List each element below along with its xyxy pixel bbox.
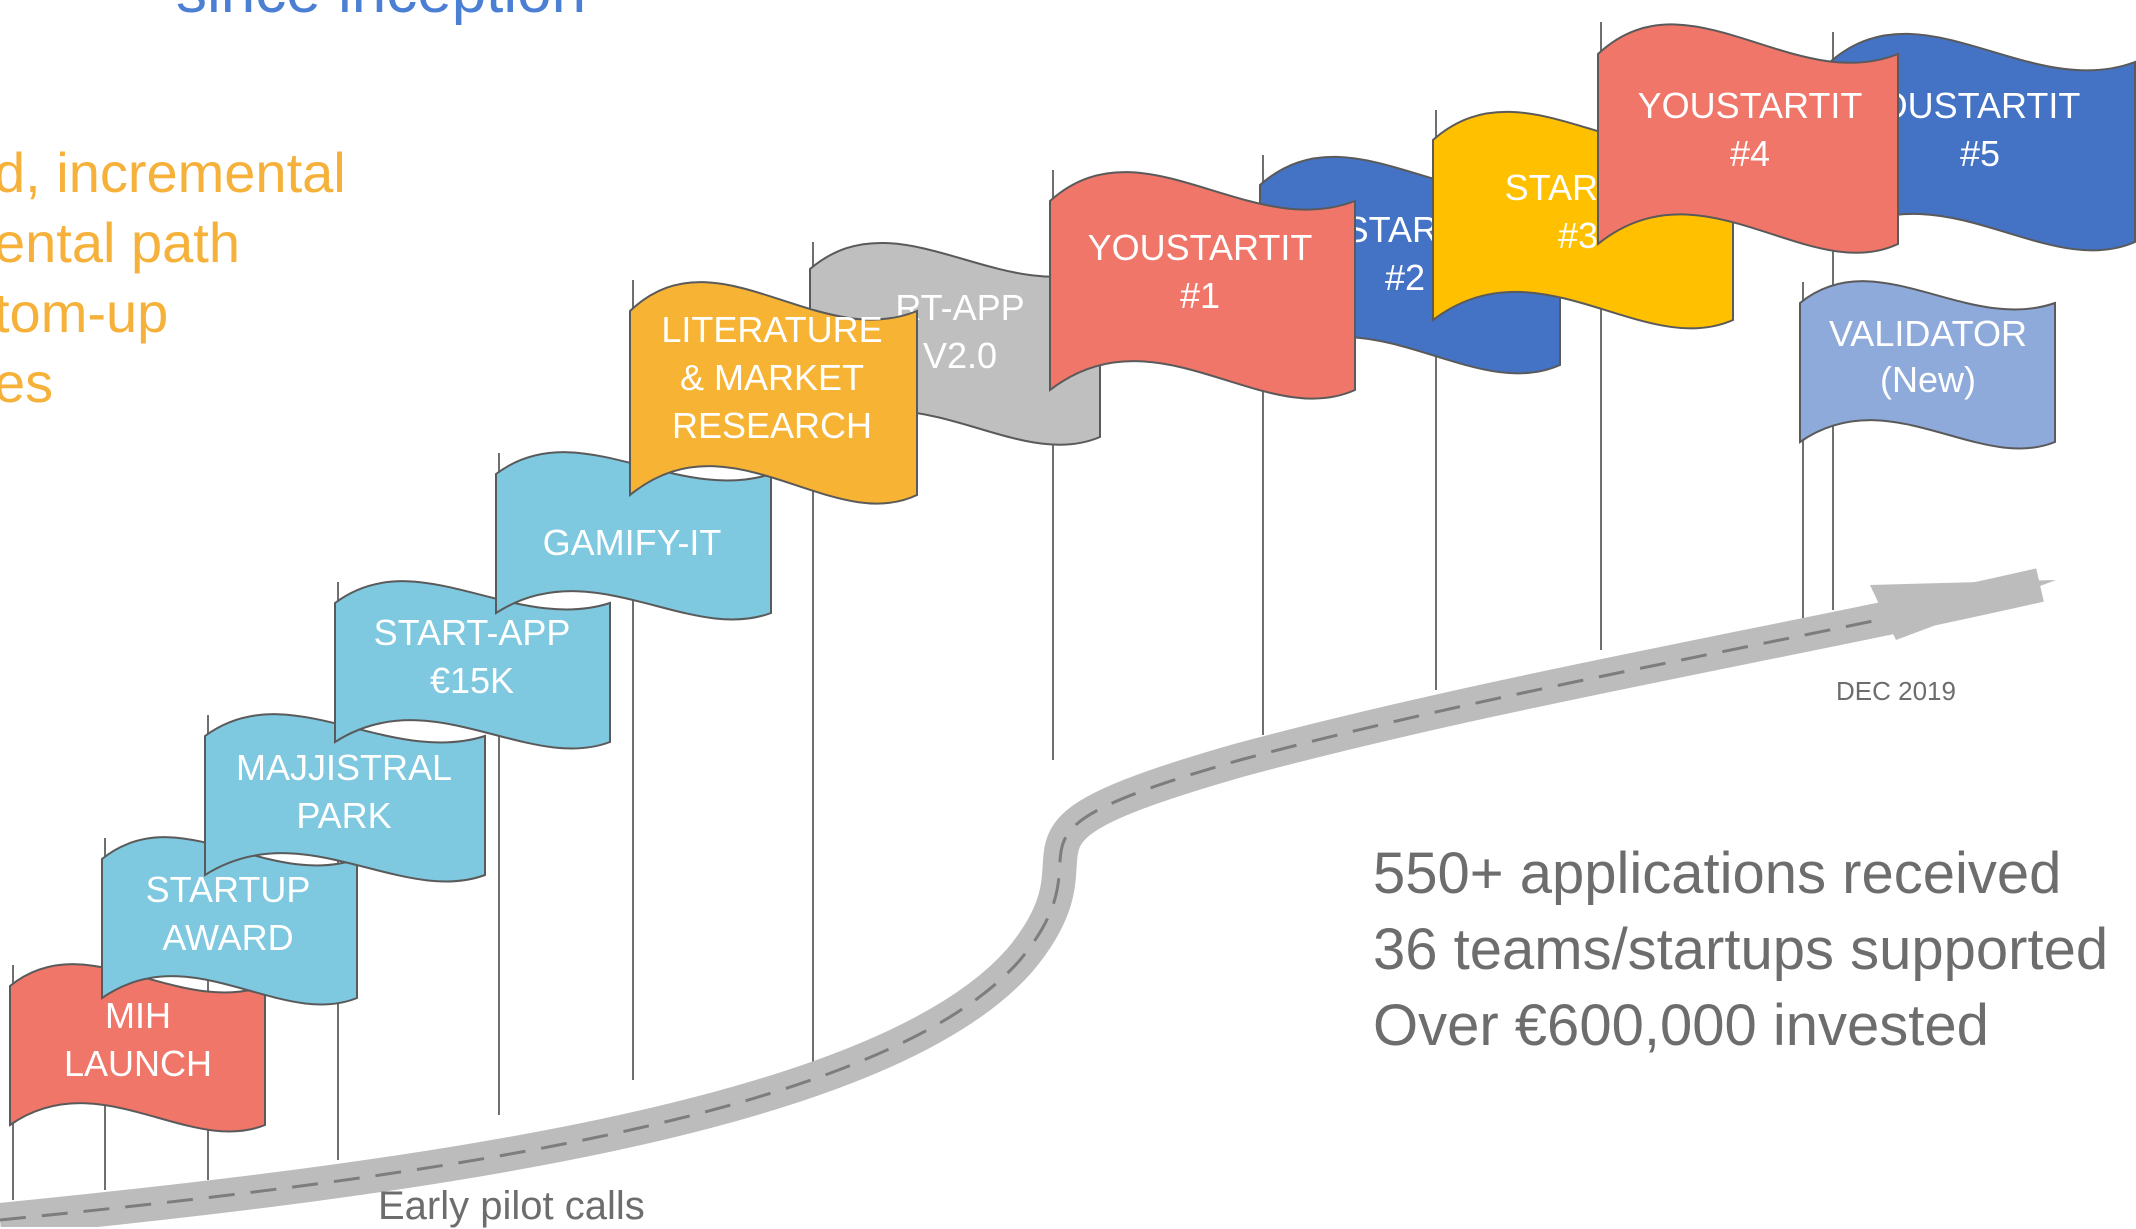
flag-gamify-it: GAMIFY-IT xyxy=(495,451,772,621)
timeline-start-label: Early pilot calls xyxy=(378,1184,645,1228)
flag-majjistral-park: MAJJISTRAL PARK xyxy=(204,713,486,883)
flag-label: RESEARCH xyxy=(672,405,872,446)
flag-shape xyxy=(334,580,611,750)
flag-label: & MARKET xyxy=(680,357,864,398)
flag-label: AWARD xyxy=(162,917,293,958)
flag-label: #2 xyxy=(1385,257,1425,298)
stat-investment: Over €600,000 invested xyxy=(1373,993,1989,1058)
flag-label: YOUSTARTIT xyxy=(1638,85,1863,126)
bullet-text: es xyxy=(0,351,54,414)
flag-label: START-APP xyxy=(374,612,571,653)
flag-youstartit-1: YOUSTARTIT #1 xyxy=(1049,171,1356,400)
flag-shape xyxy=(629,281,918,505)
stat-teams: 36 teams/startups supported xyxy=(1373,917,2109,982)
flag-label: €15K xyxy=(430,660,514,701)
stat-applications: 550+ applications received xyxy=(1373,841,2062,906)
flag-shape xyxy=(101,836,358,1006)
flag-label: STARTUP xyxy=(146,869,311,910)
flag-shape xyxy=(1049,171,1356,400)
flag-shape xyxy=(495,451,772,621)
flag-label: #3 xyxy=(1558,215,1598,256)
flag-shape xyxy=(9,963,266,1133)
flag-shape xyxy=(1829,32,2136,252)
timeline-end-label: DEC 2019 xyxy=(1836,676,1956,706)
flag-label: GAMIFY-IT xyxy=(543,522,722,563)
bullet-text: ental path xyxy=(0,211,240,274)
flag-label: (New) xyxy=(1880,359,1976,400)
flag-label: V2.0 xyxy=(923,335,997,376)
road-path xyxy=(0,568,2056,1227)
flag-startup-award: STARTUP AWARD xyxy=(101,836,358,1006)
flag-label: VALIDATOR xyxy=(1829,313,2027,354)
flag-shape xyxy=(1799,280,2056,450)
flag-label: #1 xyxy=(1180,275,1220,316)
bullet-text: d, incremental xyxy=(0,141,346,204)
bullet-text: tom-up xyxy=(0,281,169,344)
flag-label: OUSTARTIT xyxy=(1880,85,2081,126)
flag-mih-launch: MIH LAUNCH xyxy=(9,963,266,1133)
flag-youstartit-5: OUSTARTIT #5 xyxy=(1829,32,2136,252)
flag-validator: VALIDATOR (New) xyxy=(1799,280,2056,450)
flag-shape xyxy=(204,713,486,883)
flag-label: #5 xyxy=(1960,133,2000,174)
flag-label: LITERATURE xyxy=(661,309,882,350)
flag-label: #4 xyxy=(1730,133,1770,174)
road-arrowhead xyxy=(1870,580,2056,640)
page-title: since inception xyxy=(176,0,586,27)
flag-start-app-15k: START-APP €15K xyxy=(334,580,611,750)
flag-youstartit-4: YOUSTARTIT #4 xyxy=(1597,23,1899,254)
flag-label: YOUSTARTIT xyxy=(1088,227,1313,268)
flag-label: MIH xyxy=(105,995,171,1036)
flag-label: PARK xyxy=(296,795,391,836)
flag-literature-market-research: LITERATURE & MARKET RESEARCH xyxy=(629,281,918,505)
flag-label: MAJJISTRAL xyxy=(236,747,452,788)
flag-label: LAUNCH xyxy=(64,1043,212,1084)
flag-shape xyxy=(1597,23,1899,254)
